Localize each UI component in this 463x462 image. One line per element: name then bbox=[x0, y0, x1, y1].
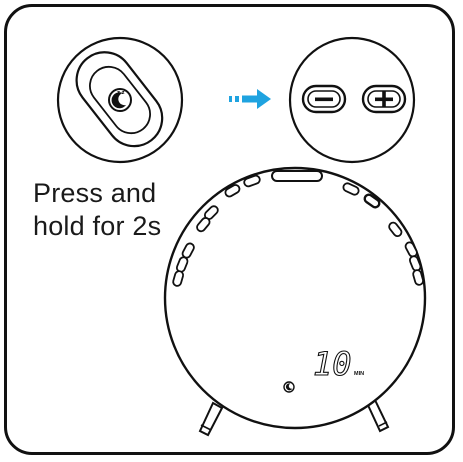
arrow-right-icon bbox=[229, 89, 271, 109]
device-moon-icon bbox=[283, 381, 295, 393]
device-body bbox=[163, 166, 427, 430]
moon-sleep-icon[interactable]: z z bbox=[108, 88, 132, 112]
diagram-frame: z z bbox=[4, 4, 455, 455]
minus-icon bbox=[315, 97, 333, 102]
device-highlight-button bbox=[363, 193, 381, 209]
sleep-button-callout: z z bbox=[56, 36, 184, 164]
timer-digits: 10 bbox=[313, 345, 352, 383]
sleep-device: 10 MIN bbox=[163, 166, 427, 437]
device-left-leg bbox=[198, 401, 224, 437]
volume-buttons-callout bbox=[288, 36, 416, 164]
plus-button[interactable] bbox=[361, 84, 407, 114]
diagram-artwork: z z bbox=[56, 36, 427, 437]
timer-unit: MIN bbox=[354, 371, 364, 377]
device-top-button bbox=[271, 170, 323, 182]
instruction-line-1: Press and bbox=[33, 178, 157, 208]
plus-icon bbox=[375, 90, 393, 108]
minus-button[interactable] bbox=[301, 84, 347, 114]
instruction-line-2: hold for 2s bbox=[33, 211, 162, 241]
svg-text:z z: z z bbox=[117, 90, 125, 96]
instruction-text: Press and hold for 2s bbox=[33, 177, 213, 243]
timer-display: 10 MIN bbox=[312, 344, 364, 383]
